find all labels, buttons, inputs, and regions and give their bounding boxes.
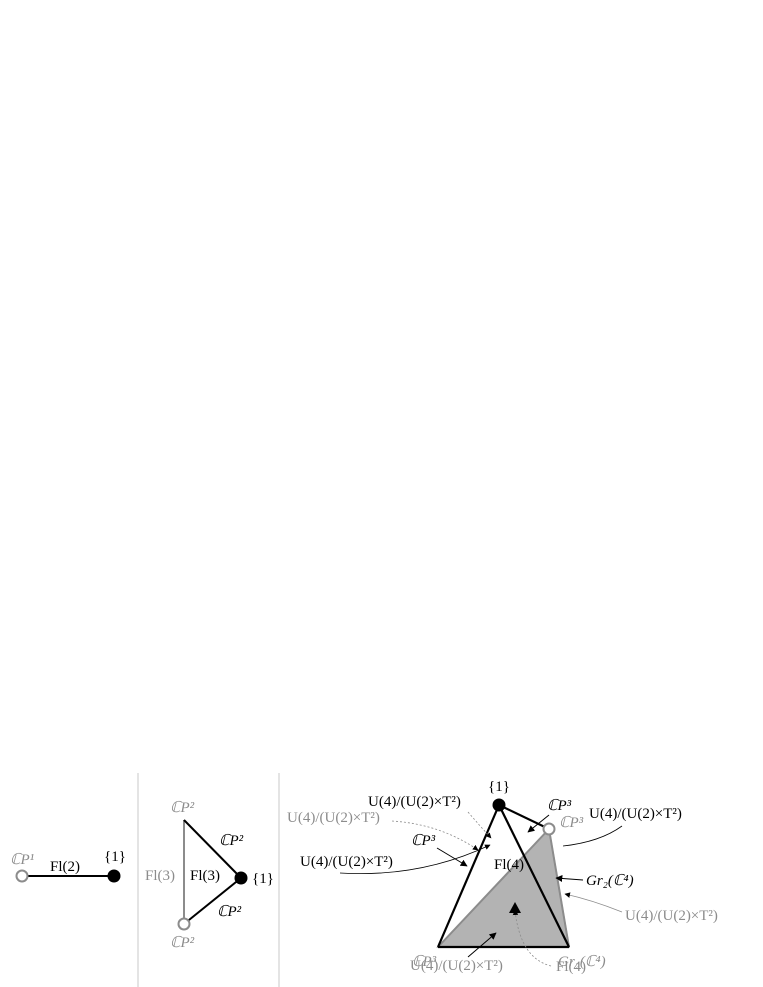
identity-label: {1} — [104, 849, 126, 865]
callout-top-right-cp3-arrow — [527, 814, 550, 833]
cp2-bottom-label: ℂP² — [170, 935, 195, 951]
cp1-label: ℂP¹ — [10, 852, 35, 868]
callout-mid-left: U(4)/(U(2)×T²) — [300, 854, 393, 870]
fl2-label: Fl(2) — [50, 859, 80, 875]
apex-identity-vertex — [492, 798, 506, 812]
fl3-upper-edge — [183, 819, 242, 879]
fl3-bottom-vertex — [177, 917, 191, 931]
cp1-vertex — [15, 869, 29, 883]
callout-bottom-gray-arrow — [467, 932, 497, 958]
callout-left-gray: U(4)/(U(2)×T²) — [287, 810, 380, 826]
callout-mid-left-leader — [339, 844, 491, 875]
fl4-shaded-face — [436, 827, 570, 948]
front-edge-left — [436, 804, 501, 948]
callout-gr24-right: Gr₂(ℂ⁴) — [586, 873, 634, 889]
cp2-upper-edge-label: ℂP² — [219, 833, 244, 849]
cp2-lower-edge-label: ℂP² — [217, 904, 242, 920]
callout-top-left-leader — [467, 811, 492, 839]
apex-label: {1} — [488, 779, 510, 795]
fl3-identity-vertex — [234, 871, 248, 885]
callout-right-gray: U(4)/(U(2)×T²) — [625, 908, 718, 924]
callout-bottom-fl4-leader — [512, 909, 552, 967]
panel-fl2: ℂP¹ Fl(2) {1} — [10, 849, 126, 883]
back-edge-left — [437, 828, 550, 948]
callout-top-left: U(4)/(U(2)×T²) — [368, 794, 461, 810]
front-edge-apex-to-gray — [498, 804, 550, 830]
callout-left-cp3-arrow — [436, 847, 468, 867]
callout-bottom-fl4: Fl(4) — [556, 959, 586, 975]
panel-fl3: ℂP² ℂP² Fl(3) Fl(3) {1} ℂP² ℂP² — [145, 800, 274, 951]
fl3-center-label: Fl(3) — [190, 868, 220, 884]
callout-left-gray-leader — [391, 820, 479, 851]
fl3-identity-label: {1} — [252, 871, 274, 887]
cp2-top-label: ℂP² — [170, 800, 195, 816]
callout-top-right: U(4)/(U(2)×T²) — [589, 806, 682, 822]
bottom-left-cp3-label: ℂP³ — [412, 954, 437, 970]
callout-top-right-leader — [562, 825, 623, 847]
gray-cp3-vertex — [542, 822, 556, 836]
panel-fl4: {1} ℂP³ Gr₂(ℂ⁴) ℂP³ Fl(4) U(4)/(U(2)×T²)… — [287, 779, 718, 975]
fl3-left-edge-label: Fl(3) — [145, 868, 175, 884]
fl4-face-label: Fl(4) — [494, 857, 524, 873]
fl3-lower-edge — [183, 877, 242, 925]
callout-bottom-gray: U(4)/(U(2)×T²) — [410, 958, 503, 974]
callout-left-cp3: ℂP³ — [411, 833, 436, 849]
fl4-interior-arrowhead — [509, 902, 521, 913]
callout-right-gray-leader — [564, 892, 623, 913]
bottom-right-gr24-label: Gr₂(ℂ⁴) — [558, 954, 606, 970]
gray-vertex-cp3-label: ℂP³ — [559, 815, 584, 831]
callout-gr24-right-arrow — [555, 874, 584, 882]
callout-top-right-cp3: ℂP³ — [547, 798, 572, 814]
front-edge-right — [498, 804, 570, 948]
back-edge-right — [548, 828, 570, 948]
identity-vertex — [107, 869, 121, 883]
